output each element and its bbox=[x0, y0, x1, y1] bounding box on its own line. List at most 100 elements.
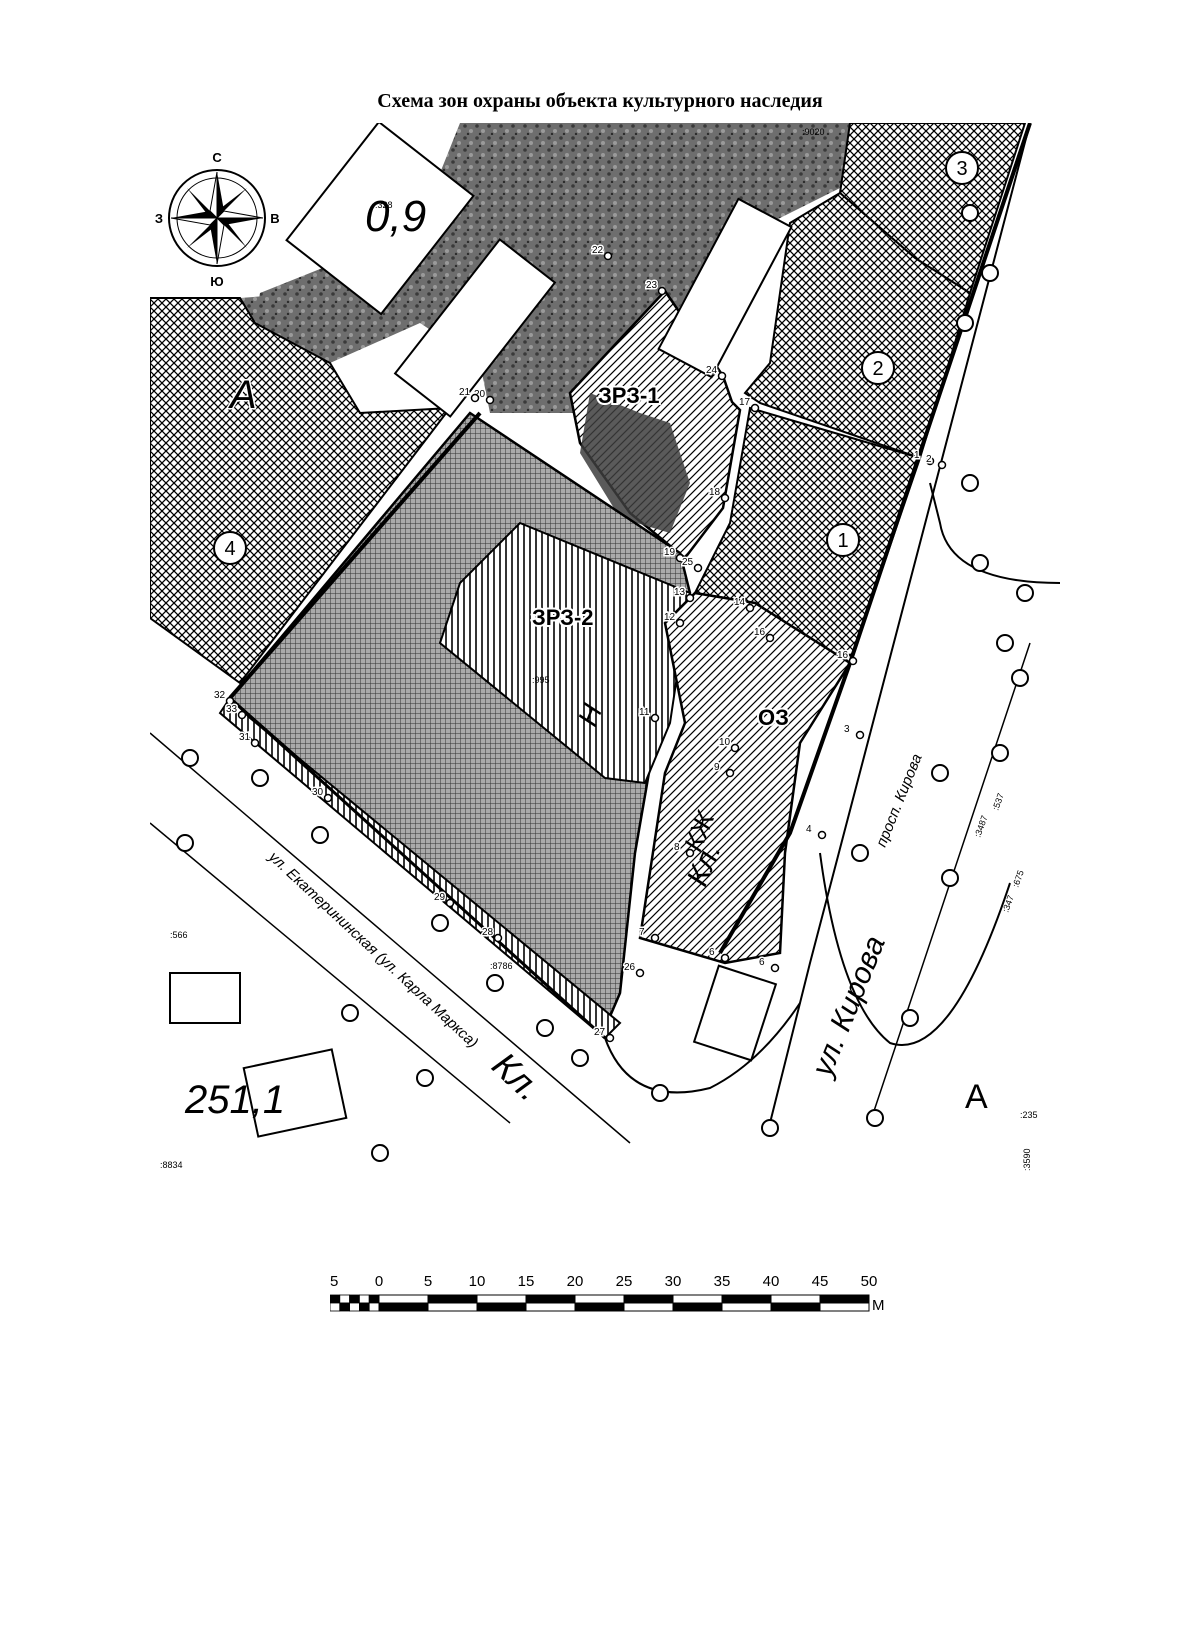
cadastral-8786: :8786 bbox=[490, 961, 513, 971]
scale-check-cell bbox=[349, 1294, 360, 1304]
block-bottom-left bbox=[242, 1048, 348, 1138]
boundary-point-number: 7 bbox=[639, 927, 645, 938]
compass-w: З bbox=[155, 211, 163, 226]
boundary-point-marker bbox=[250, 738, 260, 748]
zrz1-dark-building bbox=[580, 393, 690, 533]
zone-map: С Ю З В 1 2 3 4 ЗРЗ-1 ЗРЗ-2 ОЗ А А ул. Е… bbox=[150, 123, 1060, 1178]
boundary-point-number: 4 bbox=[806, 824, 812, 835]
scale-segment bbox=[672, 1302, 723, 1312]
boundary-point-marker bbox=[323, 793, 333, 803]
cadastral-3590: :3590 bbox=[1022, 1148, 1032, 1171]
scale-segment bbox=[770, 1302, 821, 1312]
boundary-point-number: 24 bbox=[706, 365, 718, 376]
line-west-road bbox=[150, 822, 511, 1124]
boundary-point-marker bbox=[605, 1033, 615, 1043]
scale-tick-label: 20 bbox=[567, 1273, 584, 1290]
boundary-point-number: 6 bbox=[709, 947, 715, 958]
boundary-point-marker bbox=[685, 848, 695, 858]
boundary-point-number: 25 bbox=[682, 557, 694, 568]
boundary-point-marker bbox=[725, 768, 735, 778]
oz-area bbox=[638, 591, 852, 965]
scale-segments bbox=[330, 1294, 870, 1312]
boundary-point-number: 9 bbox=[714, 762, 720, 773]
building-top-right bbox=[657, 197, 793, 379]
scale-check-cell bbox=[349, 1302, 360, 1312]
curve-road bbox=[819, 852, 1011, 1046]
elevation-label: 251,1 bbox=[184, 1078, 285, 1122]
scale-segment bbox=[574, 1302, 625, 1312]
scale-tick-label: 30 bbox=[665, 1273, 682, 1290]
boundary-point-number: 30 bbox=[312, 787, 324, 798]
boundary-point-marker bbox=[720, 493, 730, 503]
scale-check-cell bbox=[368, 1294, 380, 1304]
boundary-point-marker bbox=[925, 456, 935, 466]
boundary-point-number: 27 bbox=[594, 1027, 606, 1038]
boundary-point-number: 6 bbox=[759, 957, 765, 968]
boundary-point-marker bbox=[765, 633, 775, 643]
boundary-point-marker bbox=[693, 563, 703, 573]
scale-segment bbox=[623, 1302, 674, 1312]
cadastral-328: :328 bbox=[375, 200, 393, 210]
scale-segment bbox=[476, 1294, 527, 1304]
object-4-label: 4 bbox=[224, 538, 235, 560]
boundary-point-marker bbox=[848, 656, 858, 666]
oz-label: ОЗ bbox=[758, 705, 789, 730]
scale-check-cell bbox=[358, 1294, 370, 1304]
scale-segment bbox=[427, 1294, 478, 1304]
boundary-point-number: 23 bbox=[646, 280, 658, 291]
compass-e: В bbox=[270, 211, 279, 226]
building-letter-a-right: А bbox=[965, 1078, 988, 1116]
scale-segment bbox=[721, 1294, 772, 1304]
boundary-point-number: 19 bbox=[664, 547, 676, 558]
building-top-mid bbox=[393, 238, 557, 418]
boundary-point-marker bbox=[485, 395, 495, 405]
boundary-point-marker bbox=[720, 953, 730, 963]
building-top-left bbox=[285, 123, 475, 316]
kirova-street-line bbox=[769, 123, 1031, 1124]
boundary-point-marker bbox=[717, 371, 727, 381]
boundary-point-number: 14 bbox=[734, 597, 746, 608]
line-west-road-2 bbox=[150, 732, 631, 1144]
boundary-point-marker bbox=[855, 730, 865, 740]
boundary-point-marker bbox=[650, 713, 660, 723]
scale-tick-label: 45 bbox=[812, 1273, 829, 1290]
scale-tick-label: 50 bbox=[861, 1273, 878, 1290]
boundary-point-marker bbox=[675, 553, 685, 563]
boundary-point-marker bbox=[750, 403, 760, 413]
cadastral-8834: :8834 bbox=[160, 1160, 183, 1170]
object-2-label: 2 bbox=[872, 358, 883, 380]
boundary-point-number: 2 bbox=[926, 454, 932, 465]
kirova-boundary bbox=[718, 123, 1032, 955]
scale-segment bbox=[819, 1302, 870, 1312]
boundary-point-marker bbox=[493, 933, 503, 943]
scale-tick-label: 25 bbox=[616, 1273, 633, 1290]
boundary-point-marker bbox=[675, 618, 685, 628]
map-title: Схема зон охраны объекта культурного нас… bbox=[377, 90, 823, 112]
boundary-point-marker bbox=[770, 963, 780, 973]
boundary-point-marker bbox=[470, 393, 480, 403]
scale-segment bbox=[574, 1294, 625, 1304]
building-letter-a-left: А bbox=[228, 373, 257, 417]
scale-check-cell bbox=[330, 1302, 341, 1312]
compass-n: С bbox=[212, 150, 222, 165]
object-4-area bbox=[150, 297, 453, 685]
boundary-point-marker bbox=[635, 968, 645, 978]
parking-block bbox=[692, 964, 778, 1062]
scale-segment bbox=[672, 1294, 723, 1304]
scale-segment bbox=[721, 1302, 772, 1312]
cadastral-995: :995 bbox=[532, 675, 550, 685]
scale-tick-label: 10 bbox=[469, 1273, 486, 1290]
scale-tick-label: 5 bbox=[424, 1273, 432, 1290]
block-small-1 bbox=[169, 972, 241, 1024]
boundary-point-marker bbox=[657, 286, 667, 296]
object-1-label: 1 bbox=[837, 530, 848, 552]
dark-builtup-area bbox=[255, 123, 850, 413]
boundary-point-number: 21 bbox=[459, 387, 471, 398]
boundary-point-number: 3 bbox=[844, 724, 850, 735]
ekaterininskaya-boundary bbox=[228, 411, 482, 700]
scale-segment bbox=[378, 1302, 429, 1312]
height-label: 0,9 bbox=[365, 192, 426, 241]
scale-segment bbox=[623, 1294, 674, 1304]
